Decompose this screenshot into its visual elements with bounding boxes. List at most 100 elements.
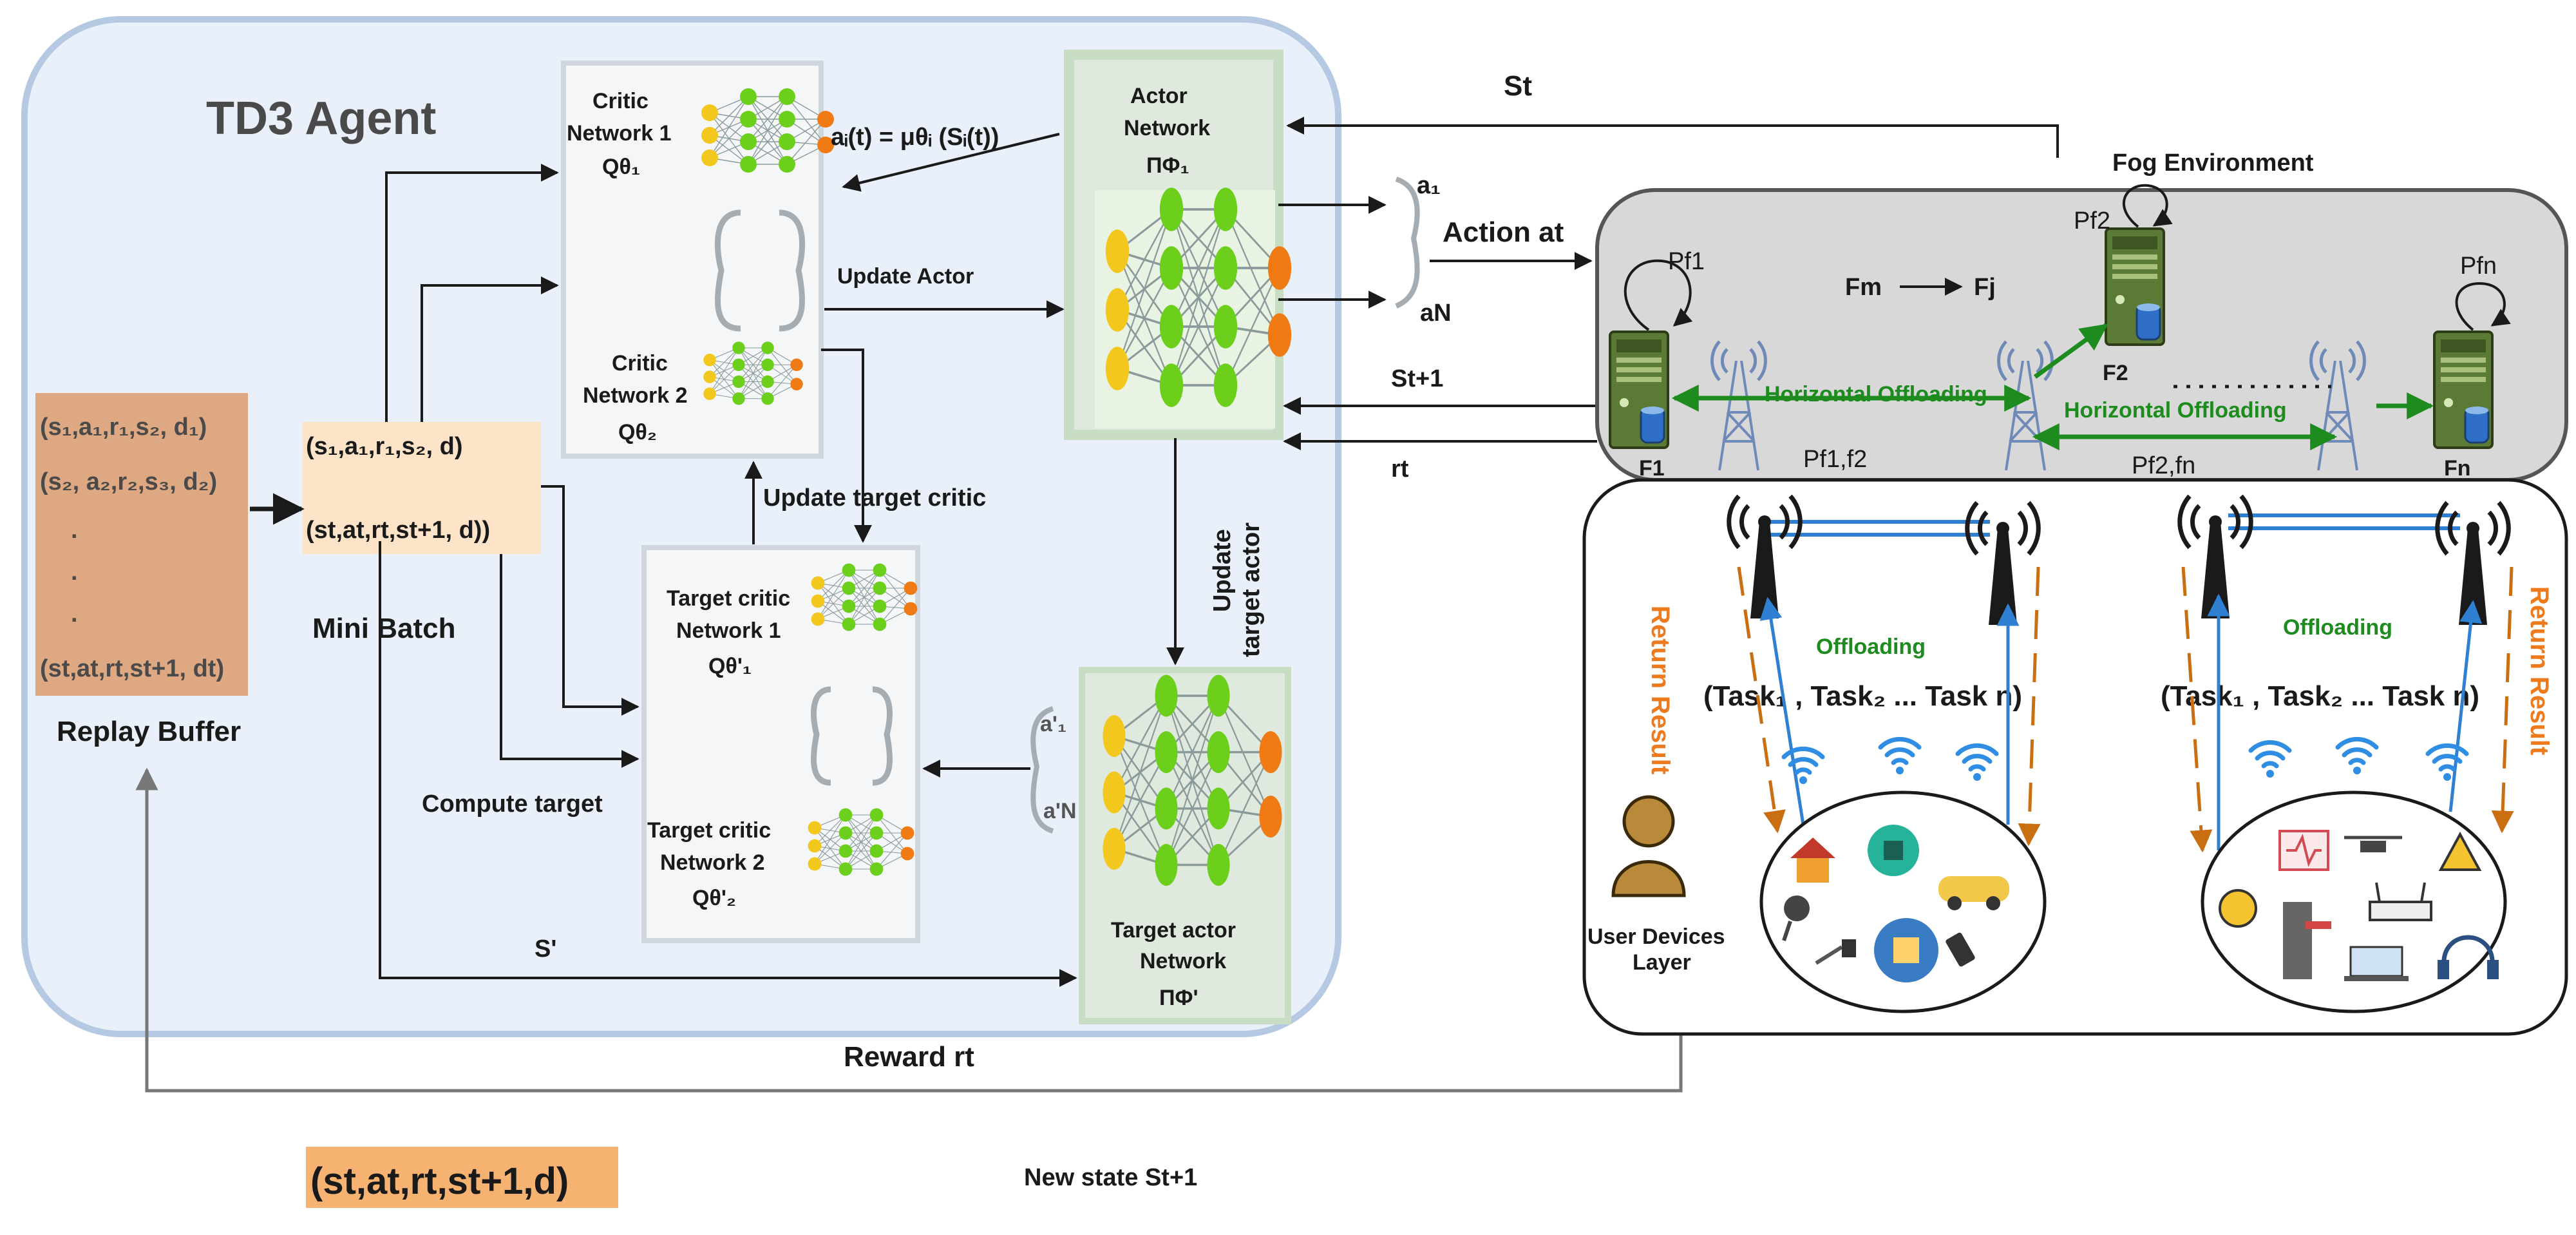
power-f2-label: Pf2 [2074,207,2110,235]
mini-batch-label: Mini Batch [312,613,455,644]
update-target-actor-label: Update [1209,529,1236,612]
return-result-arrows [1737,566,2514,853]
target-actor-label: Target actor [1111,918,1236,943]
horizontal-offloading-arrows [1671,323,2434,450]
agent-panel [21,16,1341,1037]
user-devices-layer-label: User Devices [1587,924,1725,949]
reward-label: Reward rt [844,1041,974,1073]
critic-networks-box [561,61,824,459]
headset-icon [2438,935,2499,979]
compute-target-label: Compute target [422,790,603,818]
critic-2-label: Critic [612,351,668,376]
return-result-label: Return Result [2525,586,2553,755]
bulb-icon [2219,889,2257,928]
microphone-icon [1782,895,1810,941]
agent-arrows [379,133,1184,987]
target-critic-1-label: Network 1 [676,618,781,643]
node-f2-label: F2 [2103,361,2128,385]
node-f1-label: F1 [1639,456,1665,481]
security-camera-icon [1868,825,1919,876]
target-action-label: a'N [1043,799,1077,823]
reward-feedback-arrow [135,767,1683,1093]
new-state-label: New state St+1 [1024,1164,1197,1191]
next-state-label: St+1 [1391,365,1443,392]
offloading-label: Offloading [2283,615,2392,640]
offloading-label: Offloading [1816,635,1926,659]
return-result-label: Return Result [1646,606,1674,774]
fog-server-f2-icon [2105,227,2165,346]
critic-1-label: Network 1 [567,121,672,146]
update-target-actor-label: target actor [1238,522,1265,657]
reward-small-label: rt [1391,455,1409,483]
action-brace [1395,177,1420,309]
fog-server-f1-icon [1609,330,1669,449]
mini-batch-row: (st,at,rt,st+1, d)) [306,517,490,544]
state-arrow [1286,117,2059,158]
smartphone-icon [1946,932,1975,967]
mini-batch-box [303,422,541,554]
actor-label: Network [1124,116,1210,140]
transition-box [306,1147,618,1208]
target-actor-label: Network [1140,949,1226,973]
state-label: St [1504,70,1532,102]
laptop-icon [2344,946,2409,981]
tower-links [1765,513,2460,537]
link-f1-f2-label: Pf1,f2 [1803,446,1867,473]
target-action-label: a'₁ [1040,712,1066,736]
horizontal-offloading-label: Horizontal Offloading [1765,382,1987,407]
horizontal-offloading-label: Horizontal Offloading [2064,398,2287,423]
power-f1-label: Pf1 [1668,248,1705,275]
self-loop-fn [2455,282,2511,331]
replay-buffer-row: . [71,517,78,544]
critic-2-label: Qθ₂ [618,420,657,445]
target-critic-brace [811,686,893,786]
policy-equation: aᵢ(t) = μθᵢ (Sᵢ(t)) [831,124,999,151]
replay-buffer-row: (st,at,rt,st+1, dt) [40,655,224,682]
target-critic-1-label: Target critic [667,586,790,611]
action-label: Action at [1443,216,1564,248]
drone-icon [2344,836,2402,852]
target-critic-2-label: Qθ'₂ [692,886,736,910]
home-icon [1790,838,1835,883]
action-a1-label: a₁ [1417,172,1441,199]
tasks-label: (Task₁ , Task₂ ... Task n) [1703,680,2022,712]
user-devices-layer-label: Layer [1633,950,1691,975]
target-critic-2-label: Network 2 [660,850,765,875]
replay-buffer-box [35,393,248,696]
action-an-label: aN [1420,300,1452,327]
tasks-label: (Task₁ , Task₂ ... Task n) [2161,680,2479,712]
agent-title: TD3 Agent [206,93,436,144]
smart-hub-icon [1874,918,1938,982]
update-target-critic-label: Update target critic [763,484,986,512]
actor-label: ΠΦ₁ [1146,153,1189,178]
fog-title: Fog Environment [2112,149,2314,177]
replay-buffer-rows: (s₁,a₁,r₁,s₂, d₁) (s₂, a₂,r₂,s₃, d₂) . .… [40,414,224,682]
node-fn-label: Fn [2444,456,2471,481]
heart-monitor-icon [2278,830,2329,871]
transition-label: (st,at,rt,st+1,d) [310,1160,569,1202]
replay-buffer-label: Replay Buffer [57,716,241,747]
critic-1-label: Qθ₁ [602,155,640,179]
replay-buffer-row: . [71,600,78,627]
update-actor-label: Update Actor [837,264,974,289]
s-prime-label: S' [535,935,556,962]
fog-server-fn-icon [2433,330,2494,449]
replay-buffer-row: (s₁,a₁,r₁,s₂, d₁) [40,414,207,441]
critic-1-label: Critic [592,89,649,113]
critic-brace [714,209,806,332]
self-loop-f2 [2122,184,2173,228]
self-loop-f1 [1624,259,1693,331]
smart-lock-icon [2283,902,2331,979]
replay-buffer-row: . [71,559,78,586]
power-fn-label: Pfn [2460,253,2497,280]
migration-to-label: Fj [1974,274,1996,301]
offloading-up-arrows [1759,593,2483,850]
migration-from-label: Fm [1845,274,1882,301]
link-f2-fn-label: Pf2,fn [2132,452,2195,479]
target-critic-box [641,545,920,943]
target-action-brace [1030,706,1054,834]
device-cluster-right [2201,790,2507,1013]
device-icons-right [2219,830,2499,981]
target-critic-2-label: Target critic [647,818,771,843]
